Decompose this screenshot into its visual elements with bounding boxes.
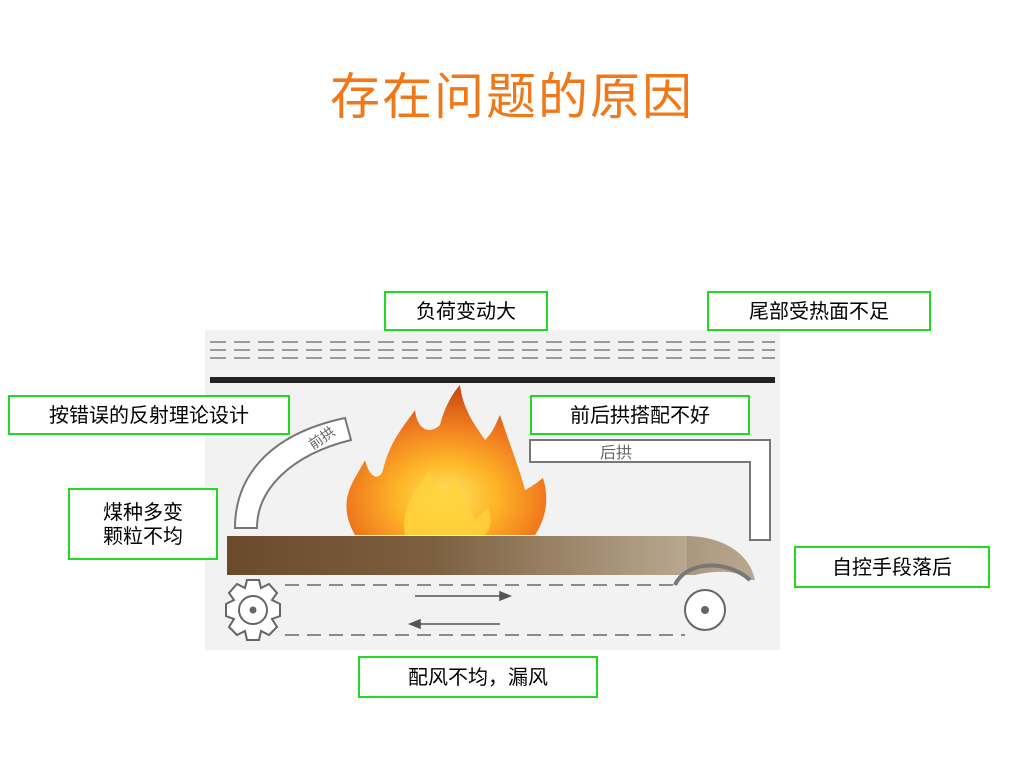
callout-coal-variation: 煤种多变 颗粒不均 (68, 488, 218, 560)
front-arch: 前拱 (233, 416, 353, 529)
rear-arch: 后拱 (529, 439, 771, 541)
callout-arch-mismatch: 前后拱搭配不好 (530, 395, 750, 435)
roller-icon (673, 563, 752, 631)
callout-coal-variation-line2: 颗粒不均 (103, 524, 183, 548)
callout-load-variation: 负荷变动大 (384, 291, 548, 331)
top-dashed-lines (210, 341, 775, 359)
flame-icon (346, 385, 547, 535)
arrow-left-icon (407, 618, 500, 630)
heating-surface-bar (210, 377, 775, 383)
gear-icon (225, 579, 281, 641)
callout-control-lagging: 自控手段落后 (794, 546, 990, 588)
slide-title: 存在问题的原因 (330, 68, 694, 126)
callout-air-distribution: 配风不均，漏风 (358, 656, 598, 698)
furnace-diagram: 前拱 后拱 (205, 330, 780, 650)
chain-dashed-lines (285, 584, 685, 636)
callout-coal-variation-line1: 煤种多变 (103, 500, 183, 524)
rear-arch-label: 后拱 (600, 443, 632, 462)
arrow-right-icon (415, 590, 513, 602)
callout-tail-heating-surface: 尾部受热面不足 (707, 291, 931, 331)
callout-wrong-design: 按错误的反射理论设计 (8, 395, 290, 435)
